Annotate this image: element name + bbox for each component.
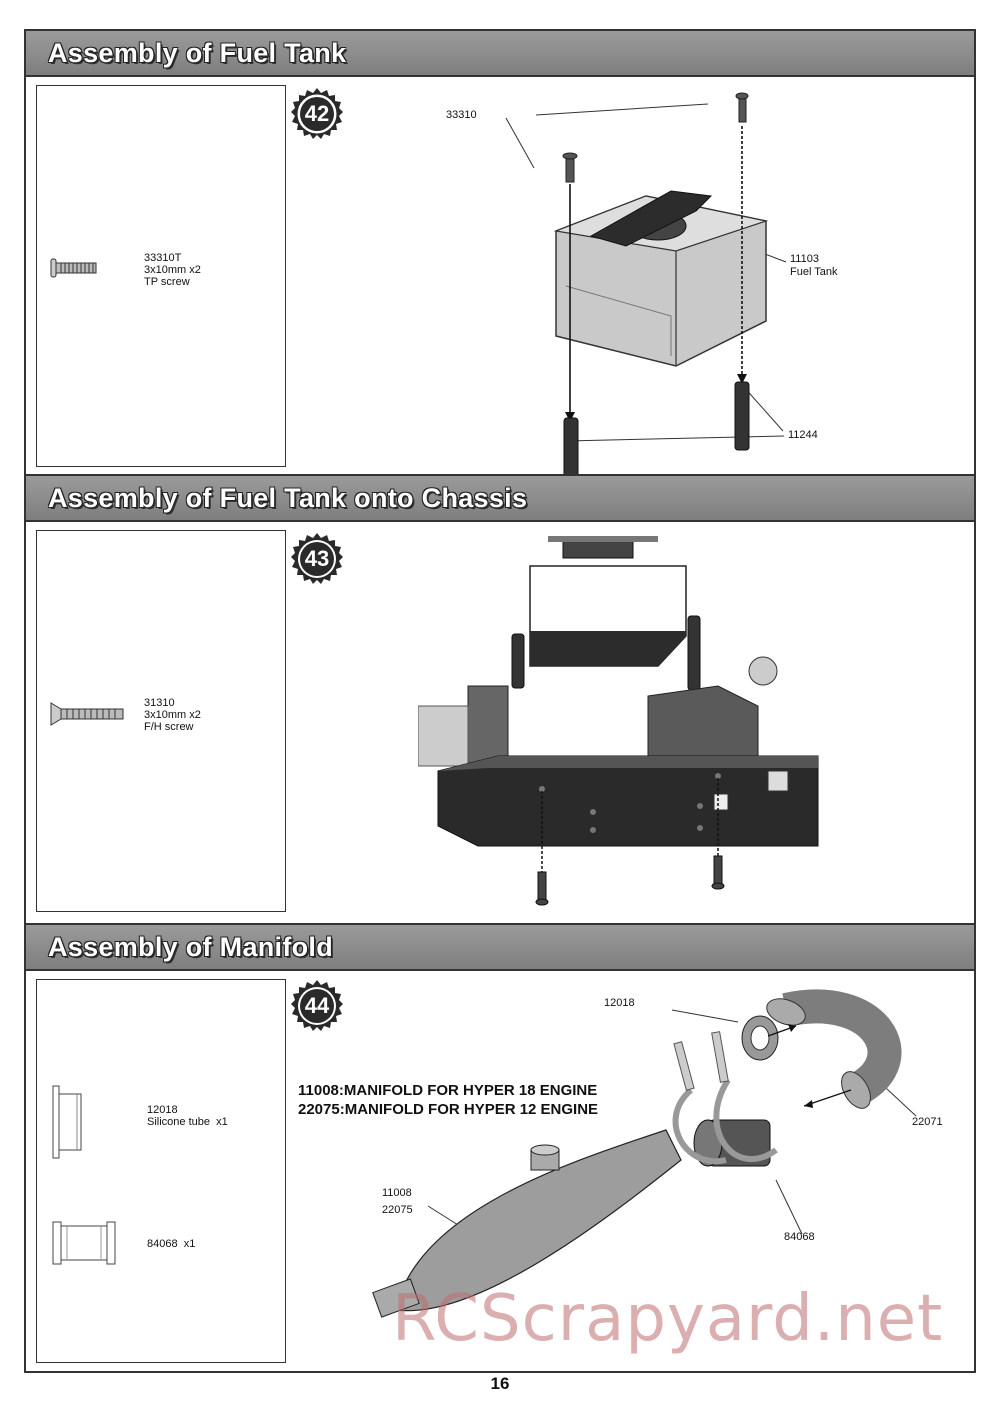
parts-box: 33310T 3x10mm x2 TP screw xyxy=(36,85,286,467)
part-name: TP screw xyxy=(144,276,190,288)
tp-screw-icon xyxy=(50,258,97,278)
section-title: Assembly of Fuel Tank onto Chassis xyxy=(48,482,528,513)
page-number: 16 xyxy=(490,1374,510,1393)
manifold-note-18: 11008:MANIFOLD FOR HYPER 18 ENGINE xyxy=(298,1082,598,1099)
step-number: 42 xyxy=(304,101,330,126)
section-header: Assembly of Fuel Tank xyxy=(26,31,974,77)
step-number: 43 xyxy=(304,546,330,571)
part-name: F/H screw xyxy=(144,721,194,733)
section-manifold: Assembly of Manifold 12018 Silicone tube… xyxy=(24,923,976,1373)
section-title: Assembly of Manifold xyxy=(48,931,334,962)
callout-11244: 11244 xyxy=(788,429,818,441)
part-number: 12018 xyxy=(147,1104,178,1116)
callout-fuel-tank: 11103 Fuel Tank xyxy=(790,253,838,278)
fh-screw-icon xyxy=(50,702,124,726)
part-size: 3x10mm x2 xyxy=(144,264,201,276)
step-badge-42 xyxy=(291,88,343,139)
callout-11008-22075: 11008 22075 xyxy=(382,1187,413,1216)
section-header: Assembly of Manifold xyxy=(26,925,974,971)
callout-33310: 33310 xyxy=(446,109,477,121)
parts-box: 12018 Silicone tube x1 84068 x1 xyxy=(36,979,286,1363)
section-fuel-tank-chassis: Assembly of Fuel Tank onto Chassis 31310… xyxy=(24,474,976,925)
part-size: 3x10mm x2 xyxy=(144,709,201,721)
part-number: 33310T xyxy=(144,252,182,264)
parts-box: 31310 3x10mm x2 F/H screw xyxy=(36,530,286,912)
collar-icon xyxy=(52,1221,116,1265)
section-fuel-tank: Assembly of Fuel Tank 33310T 3x10mm x2 T… xyxy=(24,29,976,476)
step-badge-43 xyxy=(291,533,343,584)
watermark: RCScrapyard.net xyxy=(392,1282,944,1356)
step-number: 44 xyxy=(304,993,330,1018)
part-label: 84068 x1 xyxy=(147,1238,196,1250)
part-label: Silicone tube x1 xyxy=(147,1116,228,1128)
fuel-tank-illustration xyxy=(505,92,787,476)
callout-22071: 22071 xyxy=(912,1116,943,1128)
step-badge-44 xyxy=(291,980,343,1031)
part-number: 31310 xyxy=(144,697,175,709)
manifold-note-12: 22075:MANIFOLD FOR HYPER 12 ENGINE xyxy=(298,1101,599,1118)
callout-12018: 12018 xyxy=(604,997,635,1009)
callout-84068: 84068 xyxy=(784,1231,815,1243)
chassis-illustration xyxy=(418,536,819,906)
silicone-tube-icon xyxy=(52,1085,82,1159)
section-header: Assembly of Fuel Tank onto Chassis xyxy=(26,476,974,522)
section-title: Assembly of Fuel Tank xyxy=(48,37,347,68)
manifold-illustration xyxy=(372,989,917,1318)
